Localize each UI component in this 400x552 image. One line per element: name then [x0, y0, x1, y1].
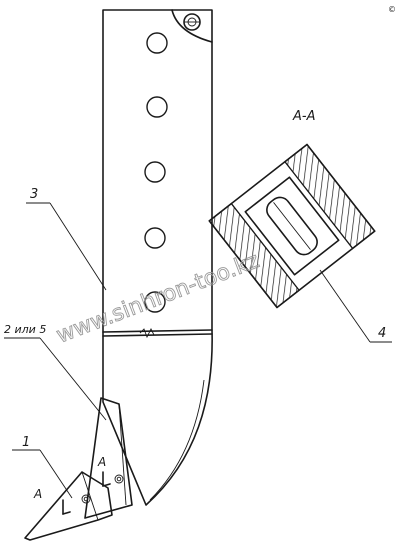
cut-mark-label-left: А: [33, 487, 42, 501]
watermark-text: www.sinhron-too.kz: [53, 248, 262, 348]
ripper-tooth: [24, 471, 124, 541]
mounting-hole: [146, 96, 168, 118]
corner-bolt-icon: [183, 13, 201, 31]
part-label-3: 3: [30, 187, 38, 202]
cut-mark-label-right: А: [97, 455, 106, 469]
watermark-corner: ©: [388, 5, 396, 14]
part-label-4: 4: [378, 326, 386, 341]
shank-body: [102, 9, 213, 506]
section-title: А-А: [292, 109, 315, 124]
mounting-hole: [144, 291, 166, 313]
leader-lines: [4, 202, 392, 499]
mounting-hole: [146, 32, 168, 54]
part-label-alt: 2 или 5: [4, 323, 46, 336]
mounting-holes: [144, 32, 168, 313]
part-label-1: 1: [22, 435, 30, 450]
mounting-hole: [144, 161, 166, 183]
section-view-aa: [208, 143, 376, 309]
section-cut-marks: [62, 471, 111, 515]
mounting-hole: [144, 227, 166, 249]
